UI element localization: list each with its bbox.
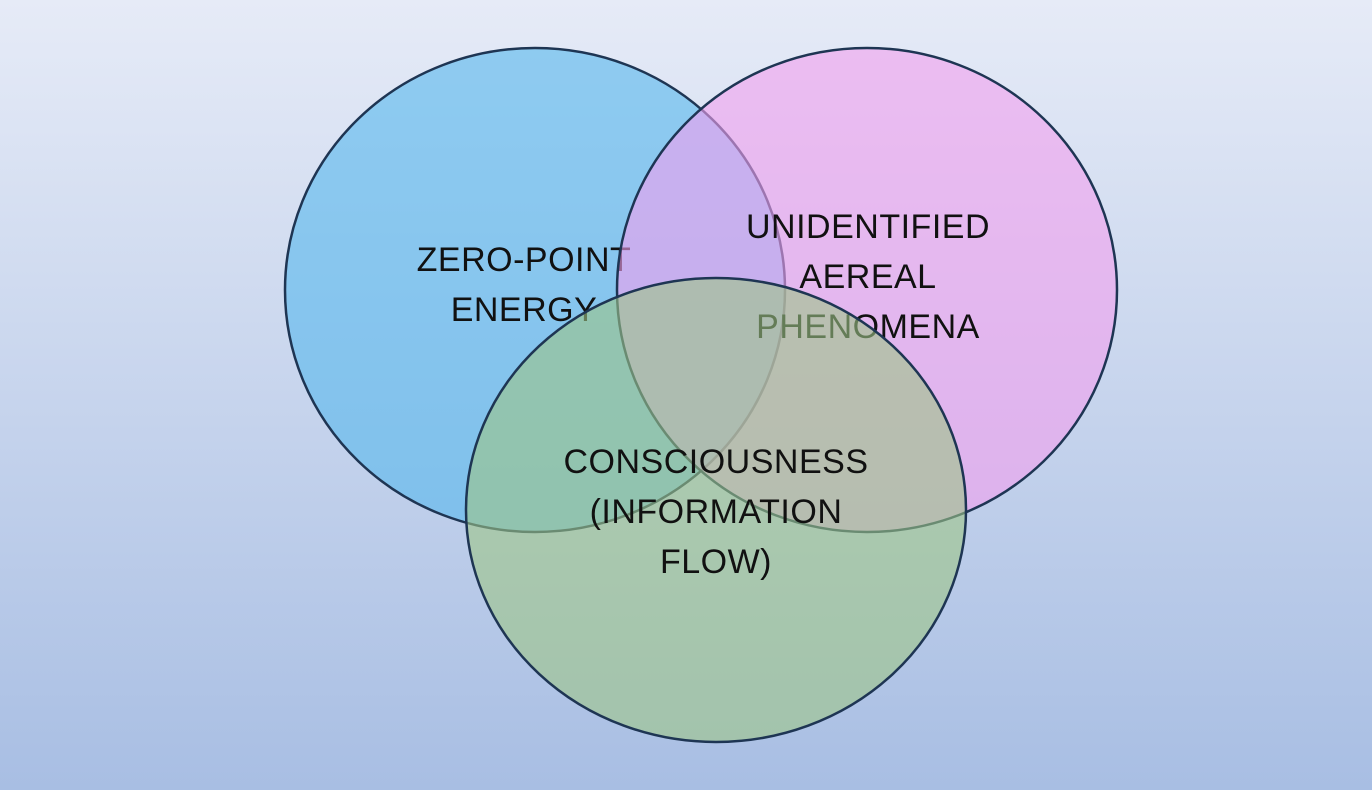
consciousness-circle xyxy=(464,276,968,744)
consciousness-label: CONSCIOUSNESS (INFORMATION FLOW) xyxy=(563,443,869,581)
